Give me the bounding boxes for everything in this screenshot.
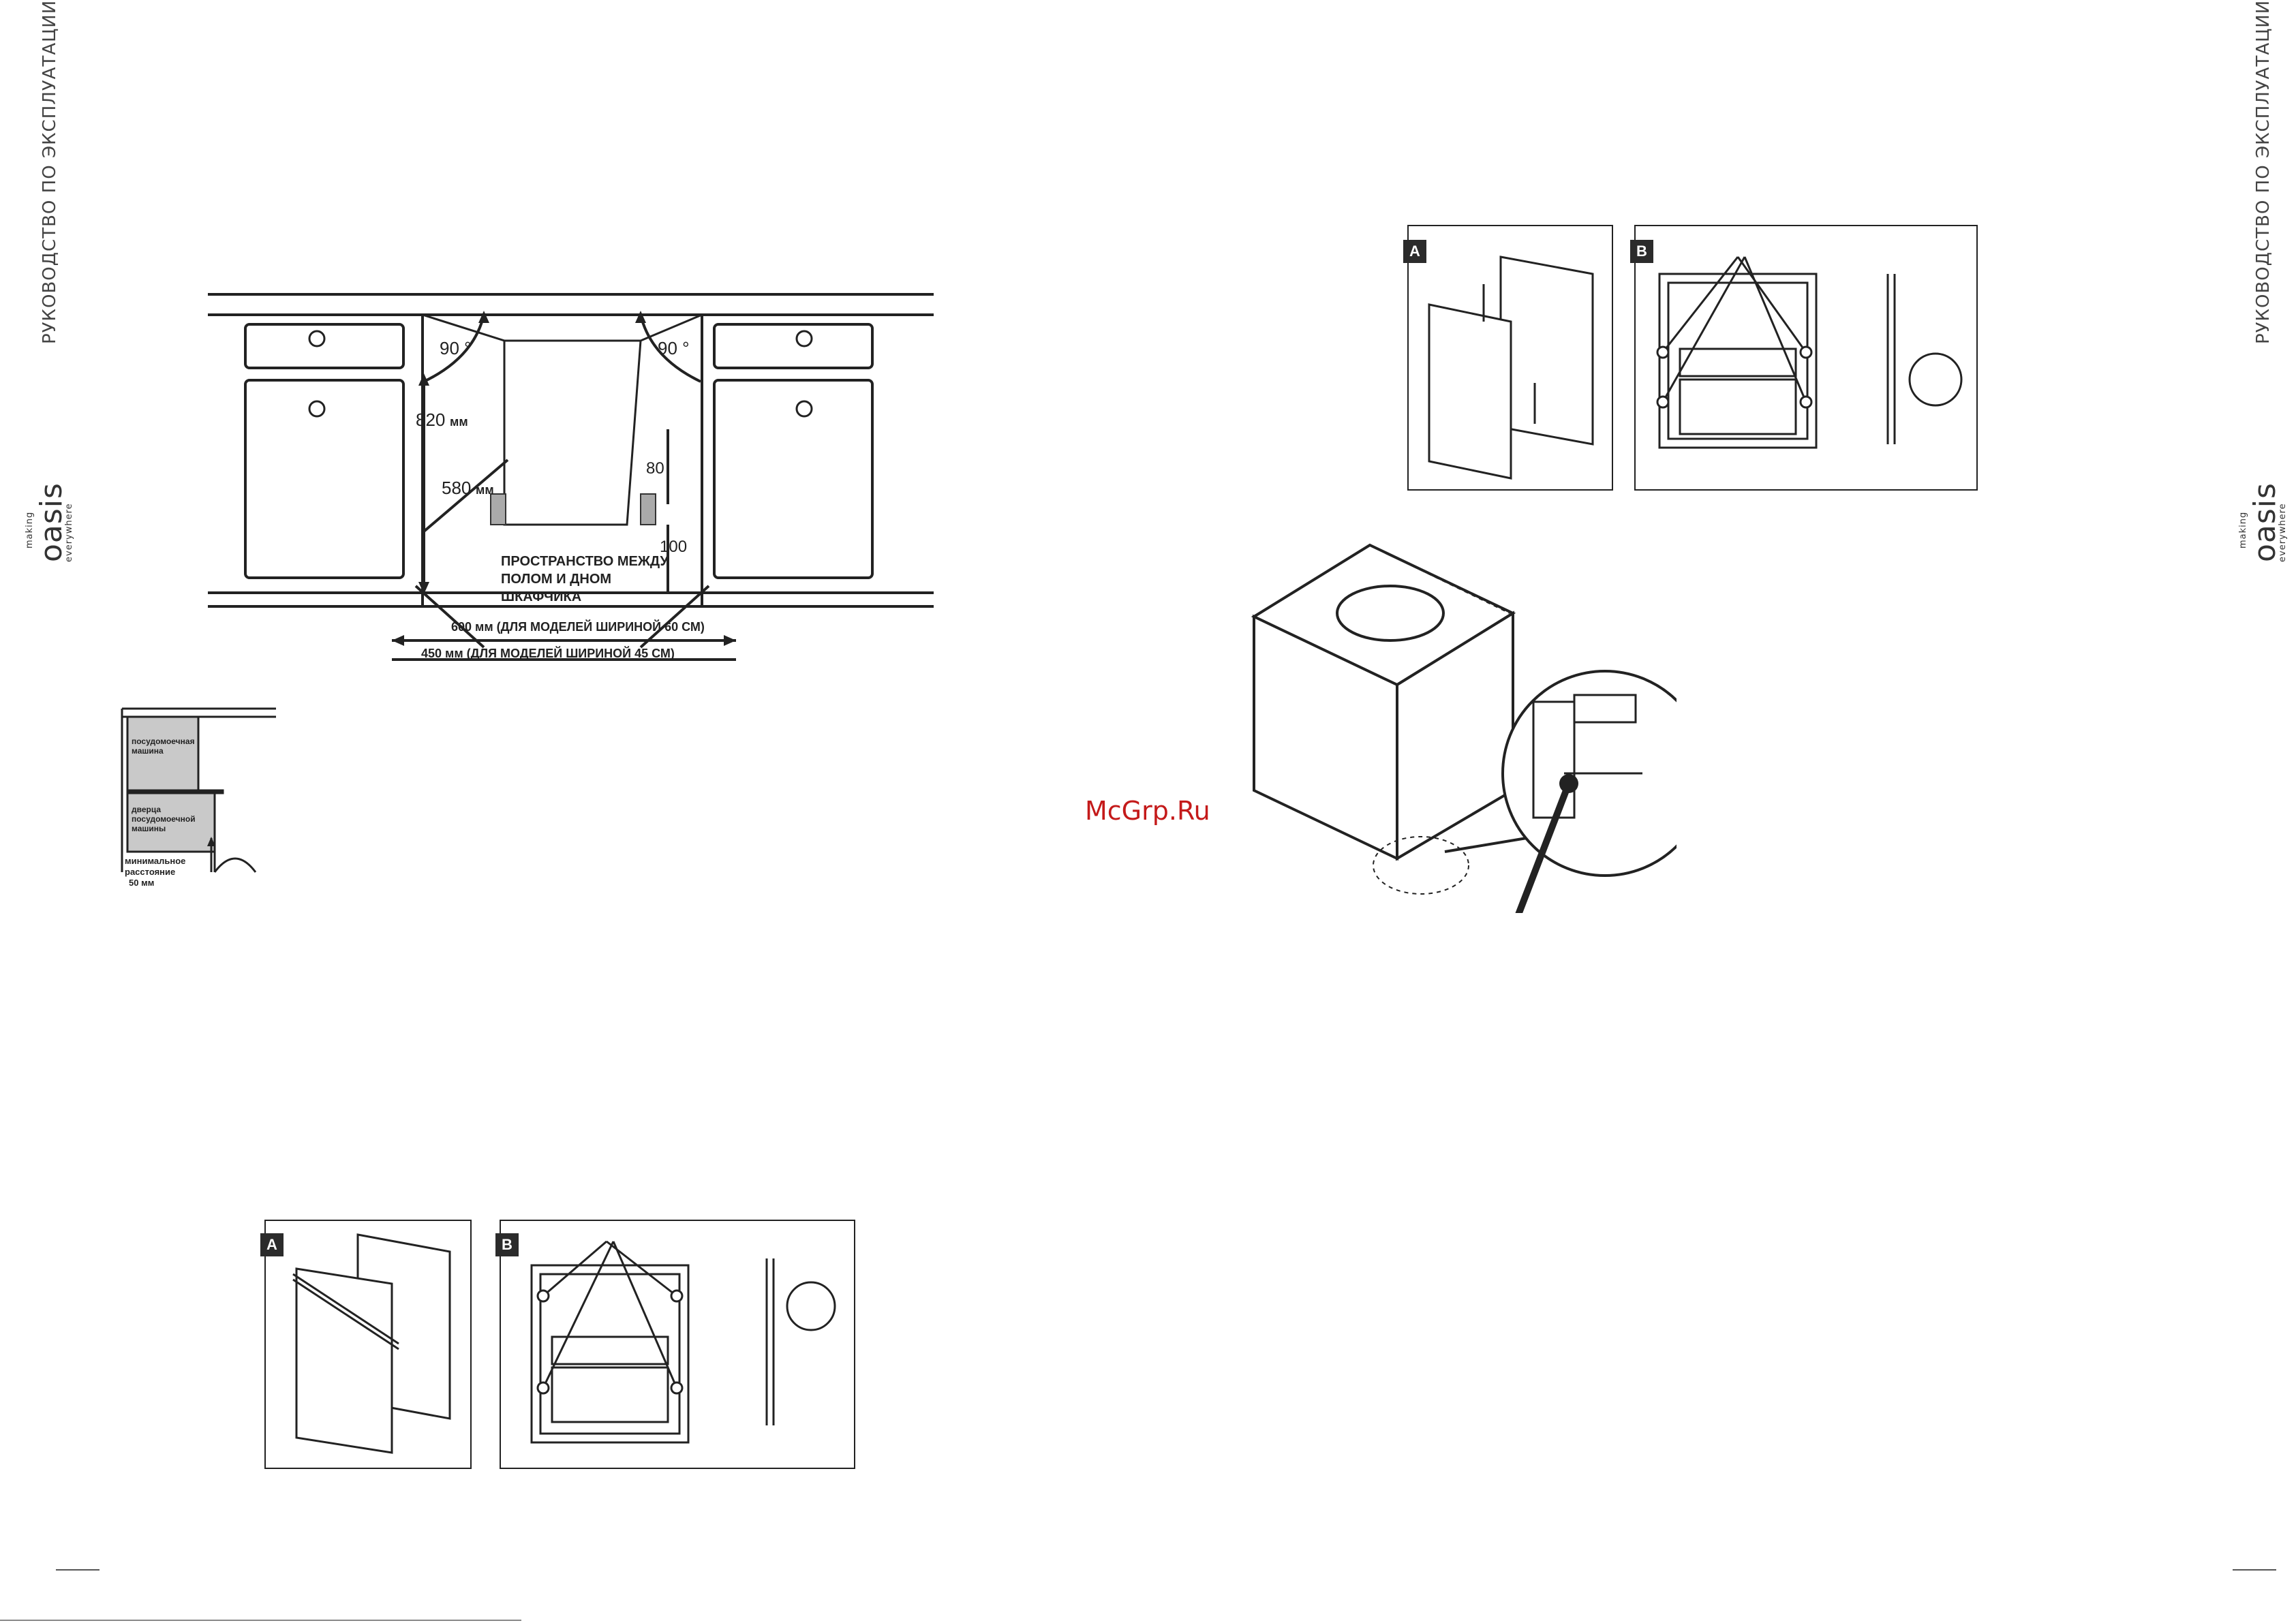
door-line-3: машины	[132, 824, 166, 833]
frame-fix-illustration	[1656, 256, 1963, 449]
height-value: 820	[416, 409, 445, 430]
page-number-line-left	[56, 1569, 100, 1571]
page-crop-line	[0, 1620, 521, 1621]
brand-logo-right: making oasis everywhere	[2235, 470, 2288, 566]
panel-badge-a: A	[1403, 240, 1426, 263]
angle-left-label: 90 °	[440, 338, 472, 358]
door-line-1: дверца	[132, 805, 161, 814]
brand-suffix: everywhere	[64, 503, 74, 562]
dimension-arrows	[392, 311, 736, 646]
frame-fix-panel-b-left: B	[495, 1220, 855, 1469]
brand-prefix: making	[25, 511, 35, 548]
angle-right-label: 90 °	[658, 338, 690, 358]
panel-badge-a: A	[260, 1233, 284, 1256]
door-mount-illustration	[1428, 256, 1594, 480]
door-mount-illustration	[292, 1233, 451, 1454]
installation-dimensions-diagram: 90 ° 90 ° 820 мм 580 мм 80 100 ПРОСТРАНС…	[208, 293, 934, 661]
brand-logo-left: making oasis everywhere	[22, 470, 74, 566]
door-mount-panel-a-right: A	[1403, 225, 1613, 491]
panel-badge-b: B	[495, 1233, 519, 1256]
gap-bottom-value: 100	[660, 538, 687, 556]
width-60-label: 600 мм (ДЛЯ МОДЕЛЕЙ ШИРИНОЙ 60 СМ)	[451, 619, 705, 634]
door-clearance-diagram: посудомоечная машина дверца посудомоечно…	[121, 707, 276, 888]
door-line-2: посудомоечной	[132, 814, 196, 824]
width-45-label: 450 мм (ДЛЯ МОДЕЛЕЙ ШИРИНОЙ 45 СМ)	[421, 646, 675, 660]
min-distance-line-2: расстояние	[125, 867, 175, 877]
door-mount-panel-a-left: A	[260, 1220, 472, 1469]
brand-prefix: making	[2238, 511, 2248, 548]
depth-value: 580	[442, 478, 471, 498]
floor-space-line-2: ПОЛОМ И ДНОМ	[501, 572, 611, 587]
manual-title-left: РУКОВОДСТВО ПО ЭКСПЛУАТАЦИИ	[40, 0, 60, 344]
brand-suffix: everywhere	[2278, 503, 2288, 562]
watermark: McGrp.Ru	[1085, 796, 1210, 826]
frame-fix-illustration	[530, 1240, 836, 1444]
dishwasher-line-1: посудомоечная	[132, 737, 195, 746]
dishwasher-line-2: машина	[132, 746, 164, 756]
dishwasher-levelling-illustration	[1251, 543, 1677, 913]
panel-badge-b: B	[1630, 240, 1653, 263]
floor-space-line-1: ПРОСТРАНСТВО МЕЖДУ	[501, 554, 669, 569]
gap-top-value: 80	[646, 459, 664, 478]
min-distance-line-1: минимальное	[125, 856, 185, 866]
cabinet-knobs	[308, 330, 813, 418]
floor-space-line-3: ШКАФЧИКА	[501, 589, 581, 604]
min-distance-line-3: 50 мм	[129, 878, 154, 888]
manual-title-right: РУКОВОДСТВО ПО ЭКСПЛУАТАЦИИ	[2253, 0, 2274, 344]
height-unit: мм	[450, 415, 468, 429]
page-number-line-right	[2233, 1569, 2276, 1571]
frame-fix-panel-b-right: B	[1630, 225, 1978, 491]
depth-unit: мм	[476, 483, 494, 497]
